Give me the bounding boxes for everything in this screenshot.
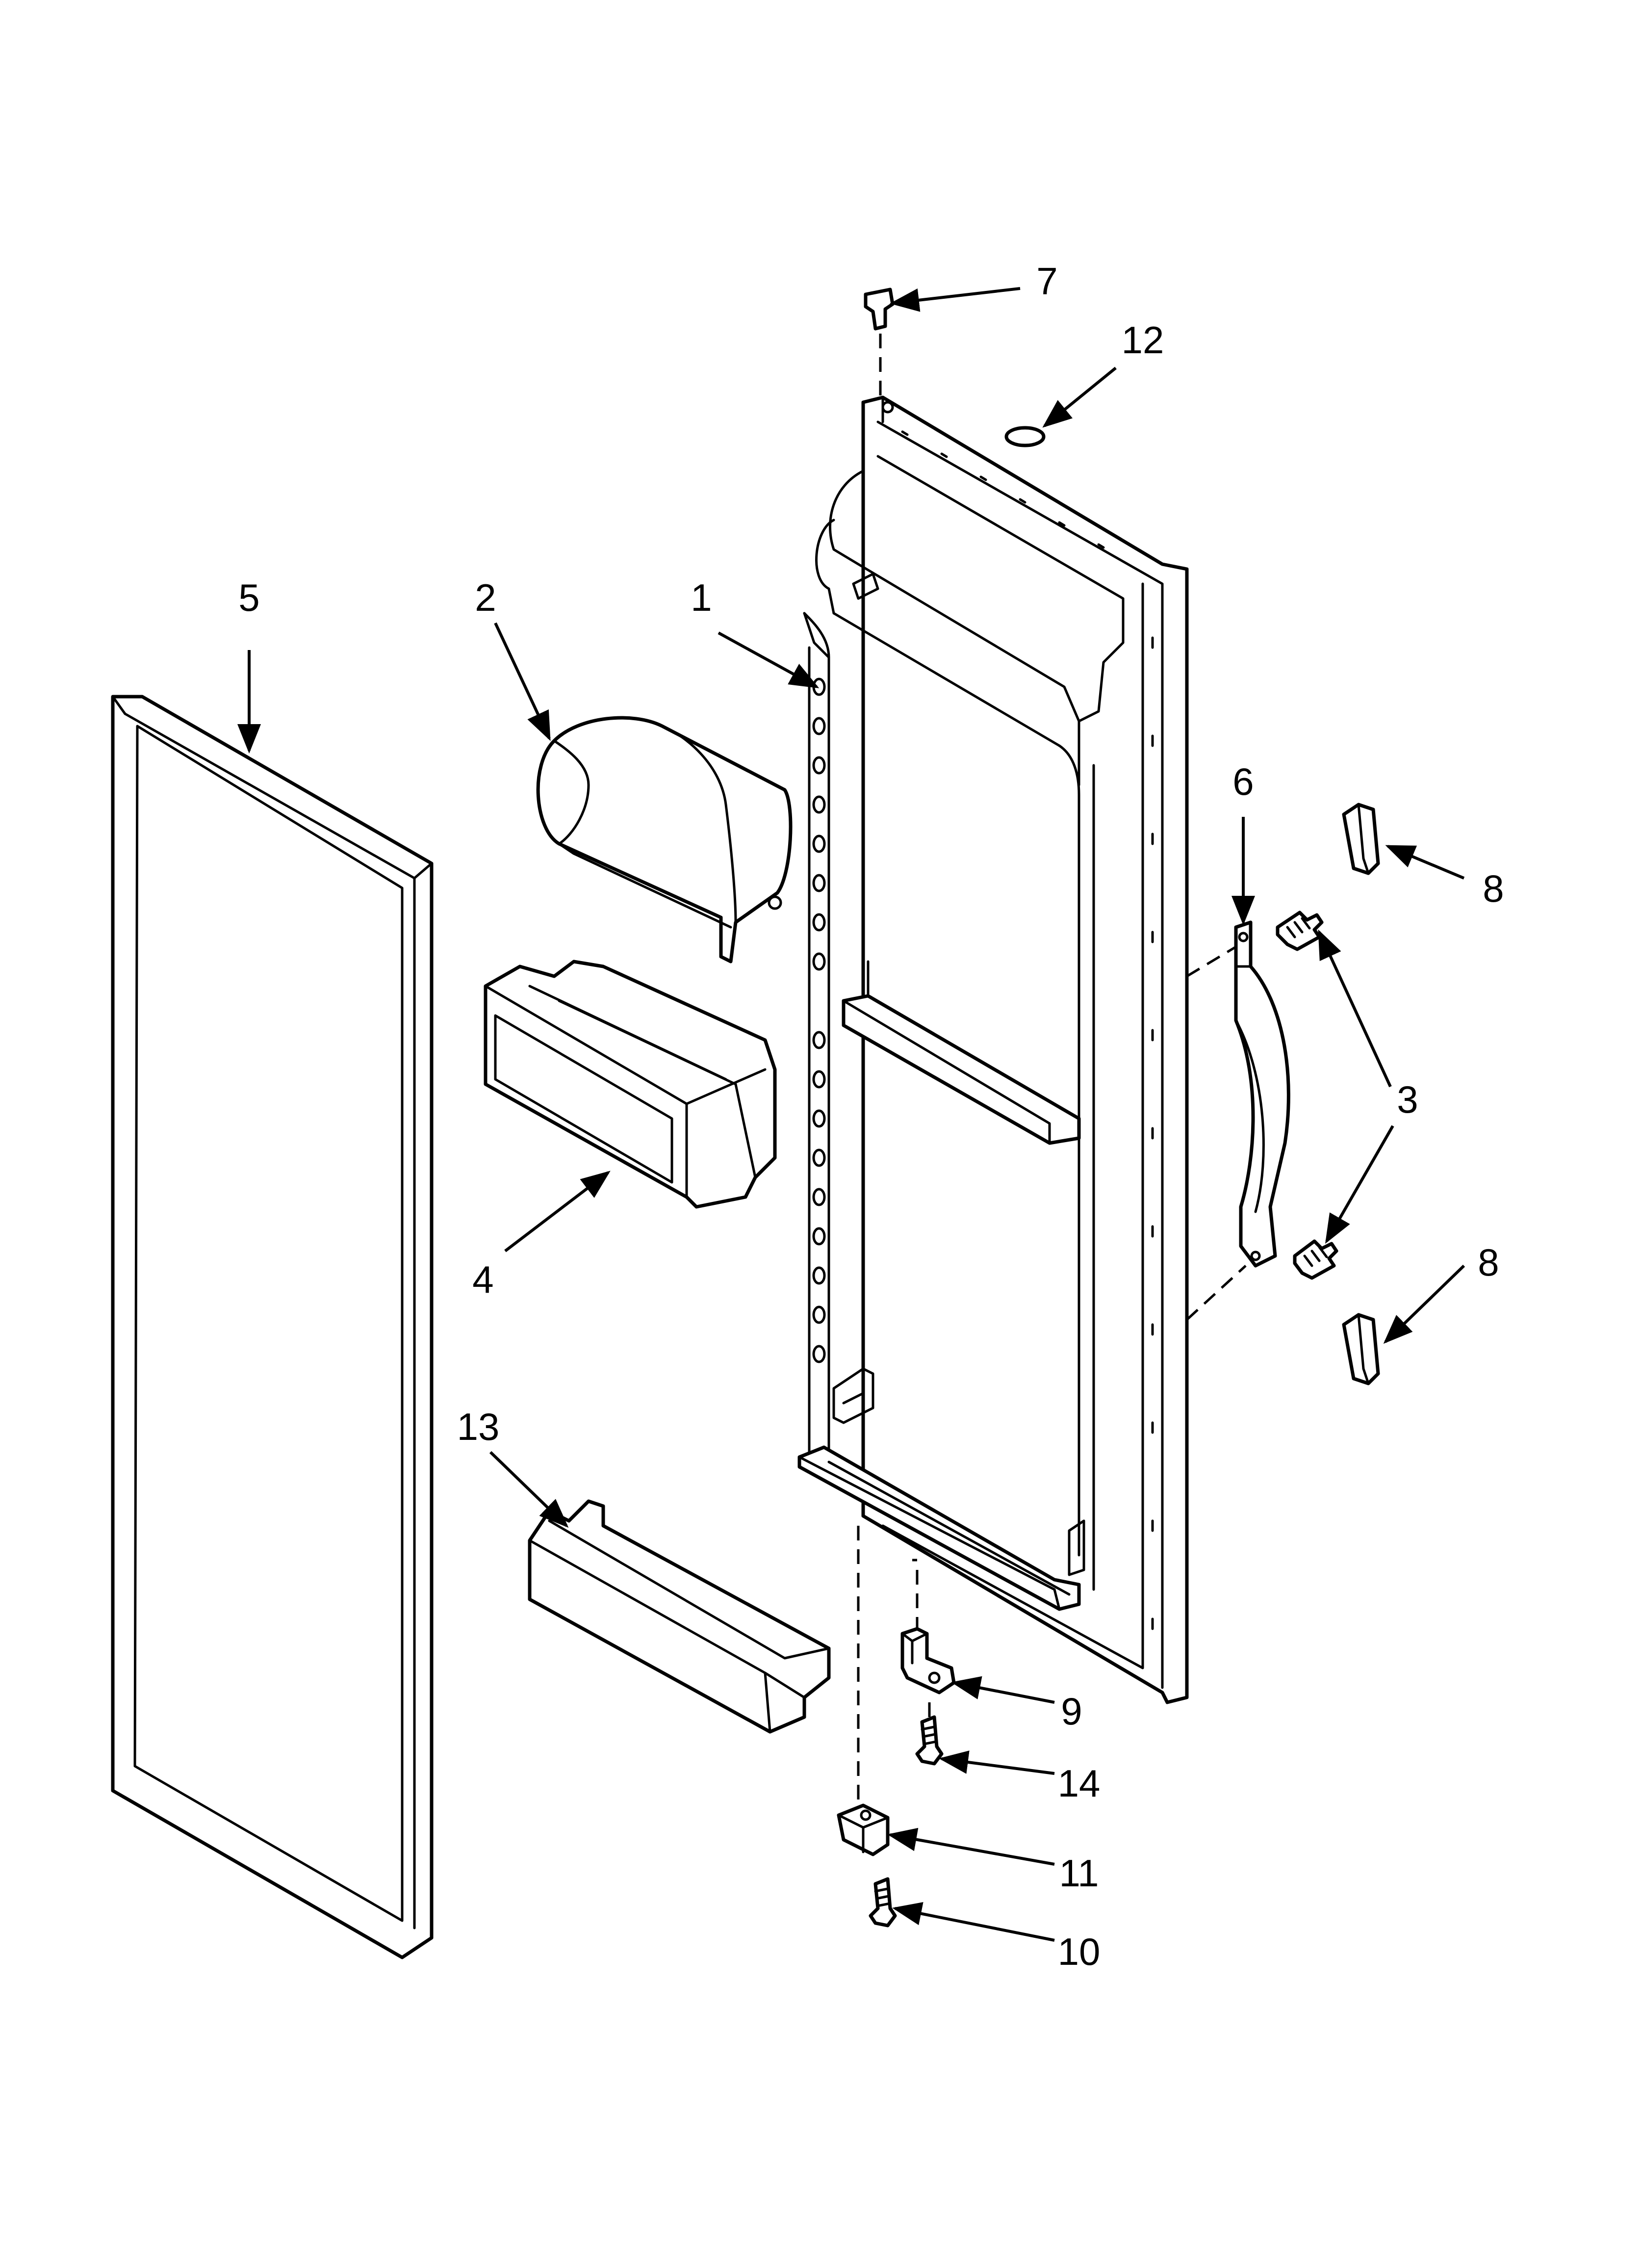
screw-part-14 — [915, 1715, 944, 1766]
door-gasket-part-5 — [111, 695, 434, 1959]
callout-label-11: 11 — [1059, 1851, 1099, 1895]
callout-label-14: 14 — [1058, 1762, 1101, 1805]
callout-label-2: 2 — [475, 576, 496, 619]
leader-lines — [237, 287, 1465, 1942]
callout-labels: 5 2 1 4 13 7 12 6 8 3 8 9 14 11 10 — [238, 260, 1504, 1973]
shelf-mount-holes — [812, 678, 826, 1363]
dairy-door-part-2 — [536, 716, 793, 964]
bushing-part-12 — [1004, 426, 1046, 447]
callout-label-4: 4 — [472, 1258, 493, 1301]
door-bin-part-4 — [484, 960, 777, 1209]
screw-part-10 — [869, 1877, 897, 1928]
end-cap-part-8-lower — [1342, 1313, 1380, 1385]
callout-label-8-upper: 8 — [1483, 867, 1504, 910]
handle-screw-part-3-lower — [1293, 1239, 1338, 1280]
top-hinge-pin-part-7 — [864, 287, 895, 331]
handle-screw-part-3-upper — [1276, 911, 1324, 951]
callout-label-10: 10 — [1058, 1930, 1101, 1973]
callout-label-6: 6 — [1232, 760, 1254, 803]
callout-label-1: 1 — [691, 576, 712, 619]
callout-label-8-lower: 8 — [1478, 1241, 1499, 1284]
callout-label-3: 3 — [1397, 1078, 1418, 1121]
callout-label-9: 9 — [1061, 1690, 1082, 1733]
door-part-1 — [797, 395, 1189, 1704]
callout-label-5: 5 — [238, 576, 259, 619]
callout-label-7: 7 — [1036, 260, 1057, 303]
door-handle-part-6 — [1234, 920, 1290, 1268]
callout-label-13: 13 — [457, 1405, 500, 1448]
hinge-bracket-part-11 — [837, 1803, 890, 1856]
end-cap-part-8-upper — [1342, 803, 1380, 875]
hinge-pin-part-9 — [900, 1627, 956, 1694]
callout-label-12: 12 — [1122, 318, 1164, 362]
bottom-bin-part-13 — [528, 1499, 831, 1734]
